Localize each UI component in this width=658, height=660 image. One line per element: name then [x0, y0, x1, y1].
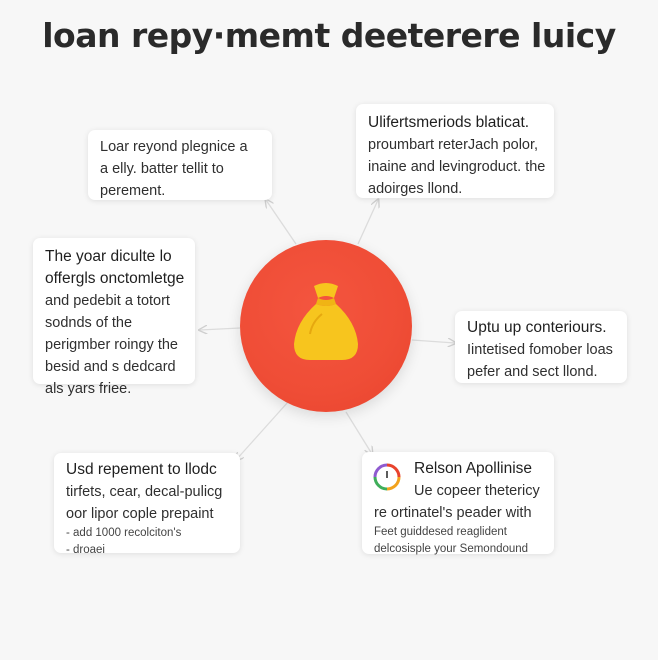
money-bag-icon [294, 283, 358, 360]
card-text-line: Loar reyond plegnice a [100, 139, 248, 155]
card-text-line: oor lipor cople prepaint [66, 506, 214, 522]
info-card-2: Ulifertsmeriods blaticat. proumbart rete… [356, 104, 554, 198]
card-heading: Uptu up conteriours. [467, 319, 607, 336]
card-text-line: als yars friee. [45, 381, 132, 397]
card-heading: Ulifertsmeriods blaticat. [368, 114, 530, 131]
card-text-line: sodnds of the [45, 315, 133, 331]
status-ring-icon [373, 463, 401, 491]
connector-top-right [357, 200, 378, 245]
connector-bottom-left [236, 401, 289, 460]
card-text-line: and pedebit a totort [45, 293, 170, 309]
card-text-line: perement. [100, 183, 166, 199]
info-card-3: The yoar diculte lo offergls onctomletge… [33, 238, 195, 397]
card-text-line: proumbart reterJach polor, [368, 137, 539, 153]
card-heading: Usd repement to llodc [66, 461, 217, 478]
card-small-line: Feet guiddesed reaglident [374, 526, 507, 538]
connector-right [411, 340, 455, 343]
card-text-line: a elly. batter tellit to [100, 161, 224, 177]
card-bullet-line: - droaei [66, 544, 105, 556]
card-small-line: delcosisple your Semondound [374, 543, 529, 555]
card-text-line: tirfets, cear, decal-pulicg [66, 484, 223, 500]
connector-bottom-right [345, 411, 372, 454]
card-text-line: re ortinatel's peader with [374, 505, 532, 521]
central-hub [240, 240, 412, 412]
diagram-title: loan repy·memt deeterere luicy [42, 16, 616, 55]
card-bullet-line: - add 1000 recolciton's [66, 527, 182, 539]
card-text-line: Ue copeer thetericy [414, 483, 540, 499]
card-text-line: adoirges llond. [368, 181, 463, 197]
info-card-1: Loar reyond plegnice a a elly. batter te… [88, 130, 272, 200]
info-card-6: Relson Apollinise Ue copeer thetericy re… [362, 452, 554, 555]
card-heading: Relson Apollinise [414, 460, 533, 477]
connector-left [200, 328, 241, 330]
card-heading: The yoar diculte lo [45, 248, 172, 265]
info-card-5: Usd repement to llodc tirfets, cear, dec… [54, 453, 240, 556]
card-text-line: inaine and levingroduct. the [368, 159, 546, 175]
info-card-4: Uptu up conteriours. Iintetised fomober … [455, 311, 627, 383]
card-text-line: besid and s dedcard [45, 359, 176, 375]
card-text-line: pefer and sect llond. [467, 364, 598, 380]
card-text-line: Iintetised fomober loas [467, 342, 613, 358]
card-text-line: perigmber roingy the [45, 337, 178, 353]
connector-top-left [266, 200, 297, 245]
card-heading: offergls onctomletge [45, 270, 185, 287]
